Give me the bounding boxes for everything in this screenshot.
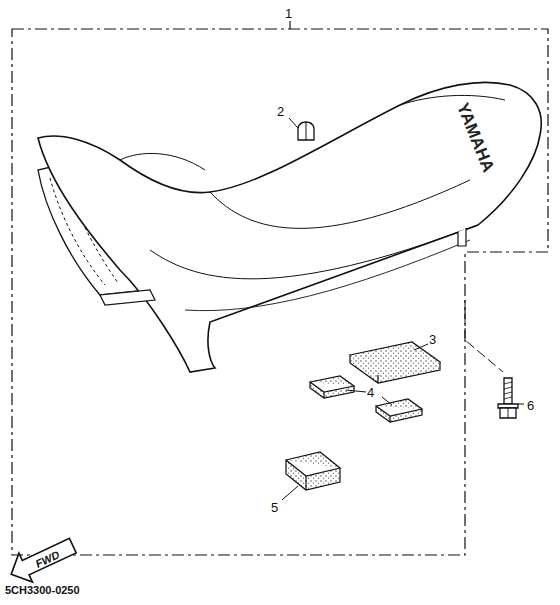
callout-number: 1 — [284, 6, 293, 21]
callout-number: 3 — [428, 332, 437, 347]
callout-number: 4 — [366, 385, 375, 400]
forward-arrow-label: FWD — [33, 548, 63, 571]
callout-number: 5 — [270, 500, 279, 515]
drawing-number: 5CH3300-0250 — [4, 584, 81, 597]
callout-number: 6 — [526, 398, 535, 413]
callout-number: 2 — [276, 104, 285, 119]
